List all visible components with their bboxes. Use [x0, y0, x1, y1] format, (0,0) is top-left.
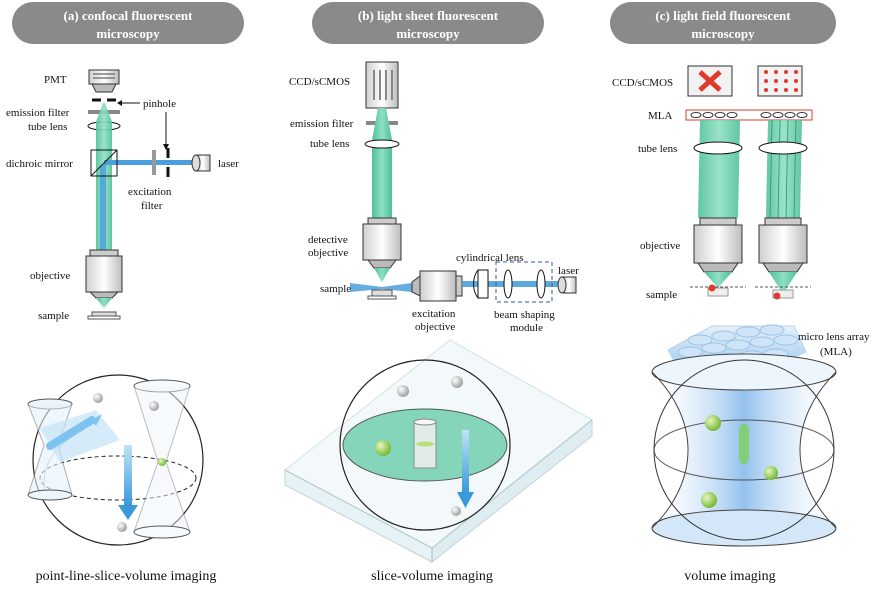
- beam-c-left: [698, 120, 740, 218]
- tube-lens-b: [364, 139, 400, 149]
- label-laser: laser: [218, 158, 239, 170]
- panel-a-volume-illustration: [27, 374, 204, 546]
- label-tube-lens-c: tube lens: [638, 143, 677, 155]
- excitation-objective: [419, 270, 457, 302]
- objective-a: [89, 249, 119, 257]
- panel-b-title-line1: (b) light sheet fluorescent: [358, 8, 499, 23]
- label-detective-objective-1: detective: [308, 234, 348, 246]
- sample-a: [91, 311, 117, 317]
- label-sample-c: sample: [646, 289, 677, 301]
- panel-b-title-pill: [312, 2, 544, 44]
- beam-shaping-module: [495, 261, 553, 303]
- label-emission-filter: emission filter: [6, 107, 70, 119]
- caption-c: volume imaging: [684, 569, 775, 584]
- sample-c-right: [772, 289, 794, 299]
- objective-c-right: [764, 217, 802, 226]
- label-beam-shaping-1: beam shaping: [494, 309, 555, 321]
- pmt-detector: [88, 69, 120, 85]
- point-source-left: [708, 284, 716, 292]
- label-excitation-filter-2: filter: [141, 200, 163, 212]
- panel-b-volume-illustration: [284, 339, 593, 564]
- objective-c-left: [699, 217, 737, 226]
- label-cylindrical-lens: cylindrical lens: [456, 252, 524, 264]
- label-tube-lens-b: tube lens: [310, 138, 349, 150]
- panel-a: (a) confocal fluorescent microscopy PMT …: [6, 2, 244, 584]
- label-tube-lens: tube lens: [28, 121, 67, 133]
- caption-b: slice-volume imaging: [371, 569, 493, 584]
- label-dichroic-mirror: dichroic mirror: [6, 158, 73, 170]
- label-sample-b: sample: [320, 283, 351, 295]
- label-excitation-objective-1: excitation: [412, 308, 456, 320]
- panel-a-title-line2: microscopy: [96, 26, 160, 41]
- mla-strip: [685, 109, 813, 121]
- label-excitation-objective-2: objective: [415, 321, 455, 333]
- label-sample: sample: [38, 310, 69, 322]
- cylindrical-lens: [477, 269, 489, 299]
- label-beam-shaping-2: module: [510, 322, 543, 334]
- panel-c-volume-illustration: [651, 353, 837, 547]
- tube-lens-c-left: [693, 141, 743, 155]
- panel-c: (c) light field fluorescent microscopy C…: [610, 2, 870, 584]
- point-source-right: [773, 292, 781, 300]
- label-emission-filter-b: emission filter: [290, 118, 354, 130]
- tube-lens-c-right: [758, 141, 808, 155]
- excitation-filter: [152, 150, 156, 175]
- sample-c-left: [707, 287, 729, 297]
- panel-c-title-line2: microscopy: [691, 26, 755, 41]
- dichroic-mirror: [90, 149, 118, 177]
- label-mla-full-1: micro lens array: [798, 331, 870, 343]
- panel-a-title-line1: (a) confocal fluorescent: [63, 8, 193, 23]
- label-objective: objective: [30, 270, 70, 282]
- panel-c-title-pill: [610, 2, 836, 44]
- label-pinhole: pinhole: [143, 98, 176, 110]
- light-sheet: [350, 283, 412, 292]
- detective-objective: [367, 217, 397, 225]
- label-pmt: PMT: [44, 74, 67, 86]
- panel-c-title-line1: (c) light field fluorescent: [655, 8, 791, 23]
- sample-b: [371, 289, 393, 297]
- label-mla: MLA: [648, 110, 673, 122]
- label-detective-objective-2: objective: [308, 247, 348, 259]
- label-excitation-filter-1: excitation: [128, 186, 172, 198]
- panel-a-title-pill: [12, 2, 244, 44]
- label-camera-c: CCD/sCMOS: [612, 77, 673, 89]
- caption-a: point-line-slice-volume imaging: [36, 569, 217, 584]
- detection-beam: [372, 108, 392, 218]
- panel-b-title-line2: microscopy: [396, 26, 460, 41]
- panel-b: (b) light sheet fluorescent microscopy C…: [284, 2, 593, 584]
- label-mla-full-2: (MLA): [820, 346, 852, 358]
- label-camera-b: CCD/sCMOS: [289, 76, 350, 88]
- camera-b: [365, 61, 399, 109]
- label-objective-c: objective: [640, 240, 680, 252]
- label-laser-b: laser: [558, 265, 579, 277]
